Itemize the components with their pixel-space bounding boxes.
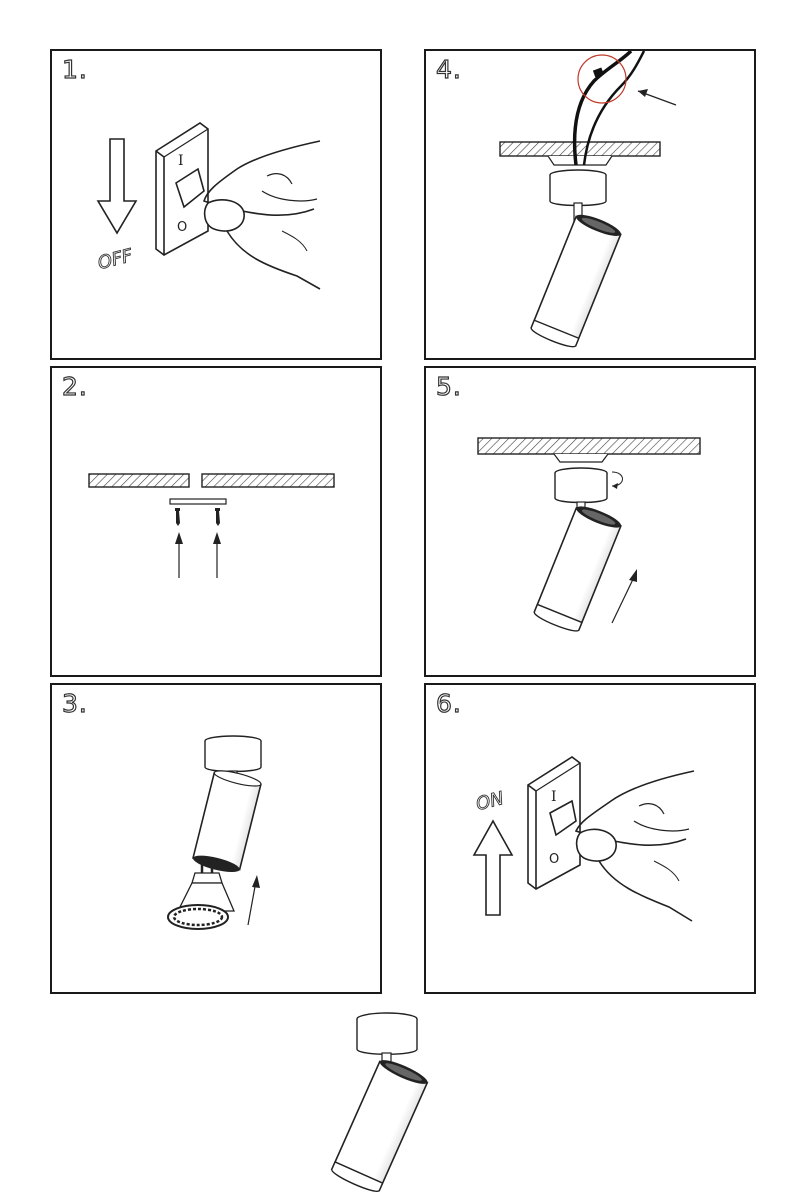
step-number: 3. [61,688,88,718]
step-number: 4. [435,54,462,84]
step-2-panel: 2. [50,366,382,677]
insert-bulb-illustration [167,735,262,930]
mount-to-ceiling-illustration [477,437,701,632]
up-arrow-icon [472,819,514,916]
finished-spotlight [290,1005,450,1195]
up-arrow-icon [175,532,183,544]
gu10-bulb-icon [167,863,235,930]
step-5-panel: 5. [424,366,756,677]
up-arrow-icon [213,532,221,544]
step-number: 1. [61,54,88,84]
step-6-panel: 6. ON I O [424,683,756,994]
switch-on-mark: I [551,789,557,805]
step-number: 2. [61,371,88,401]
step-number: 6. [435,688,462,718]
switch-off-mark: O [177,220,187,235]
switch-off-illustration: OFF I O [95,122,321,290]
switch-on-mark: I [178,153,184,169]
up-arrow-icon [252,875,260,888]
switch-off-mark: O [549,852,559,867]
off-label: OFF [96,245,136,274]
down-arrow-icon [96,138,138,235]
mounting-plate-illustration [88,473,335,578]
screw-icon [215,508,220,526]
wire-connection-illustration [499,51,677,348]
up-arrow-icon [629,569,637,582]
step-3-panel: 3. [50,683,382,994]
switch-on-illustration: ON I O [472,756,695,922]
step-4-panel: 4. [424,49,756,360]
step-number: 5. [435,371,462,401]
step-1-panel: 1. OFF I O [50,49,382,360]
on-label: ON [474,788,506,815]
spotlight-illustration [330,1012,429,1192]
screw-icon [175,508,180,526]
